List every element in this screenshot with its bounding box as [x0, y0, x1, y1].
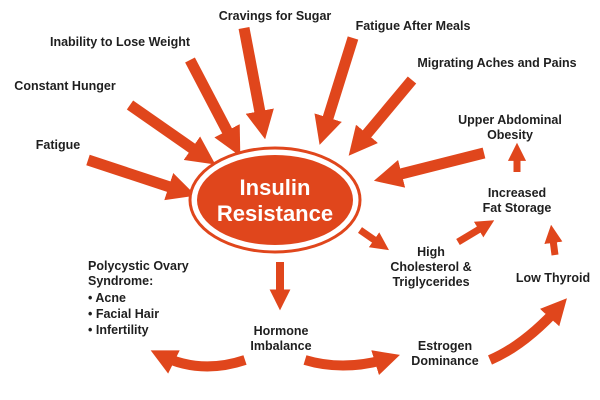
effect-labels: Upper Abdominal Obesity Increased Fat St… — [88, 113, 590, 368]
label-estrogen-2: Dominance — [411, 354, 478, 368]
label-cravings: Cravings for Sugar — [219, 9, 332, 23]
label-pcos-acne: • Acne — [88, 291, 126, 305]
arrow-fatigue — [86, 154, 196, 201]
label-constant-hunger: Constant Hunger — [14, 79, 116, 93]
curved-arrow-to-pcos — [150, 350, 247, 374]
arrow-inability — [185, 57, 241, 157]
center-title-line1: Insulin — [240, 175, 311, 200]
label-pcos-title-1: Polycystic Ovary — [88, 259, 189, 273]
label-high-cholesterol-1: High — [417, 245, 445, 259]
label-migrating: Migrating Aches and Pains — [417, 56, 576, 70]
label-upper-abdominal-1: Upper Abdominal — [458, 113, 562, 127]
label-increased-fat-2: Fat Storage — [483, 201, 552, 215]
label-hormone-2: Imbalance — [250, 339, 311, 353]
outbound-arrows — [150, 142, 567, 376]
arrow-migrating — [348, 76, 417, 156]
label-fatigue-after-meals: Fatigue After Meals — [356, 19, 471, 33]
symptom-labels: Cravings for Sugar Fatigue After Meals I… — [14, 9, 576, 152]
label-hormone-1: Hormone — [254, 324, 309, 338]
label-pcos-facial-hair: • Facial Hair — [88, 307, 159, 321]
label-pcos-title-2: Syndrome: — [88, 274, 153, 288]
label-low-thyroid: Low Thyroid — [516, 271, 590, 285]
label-inability: Inability to Lose Weight — [50, 35, 191, 49]
arrow-constant-hunger — [126, 100, 216, 165]
label-high-cholesterol-2: Cholesterol & — [390, 260, 471, 274]
center-node: Insulin Resistance — [188, 146, 362, 254]
inbound-arrows — [86, 26, 486, 201]
arrow-thyroid-to-fat — [544, 224, 563, 256]
center-title-line2: Resistance — [217, 201, 333, 226]
curved-arrow-to-thyroid — [487, 298, 567, 365]
label-high-cholesterol-3: Triglycerides — [392, 275, 469, 289]
arrow-cholesterol-to-fat — [456, 220, 495, 246]
arrow-to-cholesterol — [358, 227, 389, 251]
label-fatigue: Fatigue — [36, 138, 80, 152]
center-ellipse — [197, 155, 353, 245]
arrow-upper-abdominal-in — [373, 147, 486, 188]
label-upper-abdominal-2: Obesity — [487, 128, 533, 142]
label-pcos-infertility: • Infertility — [88, 323, 149, 337]
arrow-fatigue-after-meals — [314, 36, 359, 145]
arrow-cravings — [238, 26, 274, 140]
curved-arrow-to-estrogen — [303, 350, 400, 376]
label-estrogen-1: Estrogen — [418, 339, 472, 353]
label-increased-fat-1: Increased — [488, 186, 546, 200]
